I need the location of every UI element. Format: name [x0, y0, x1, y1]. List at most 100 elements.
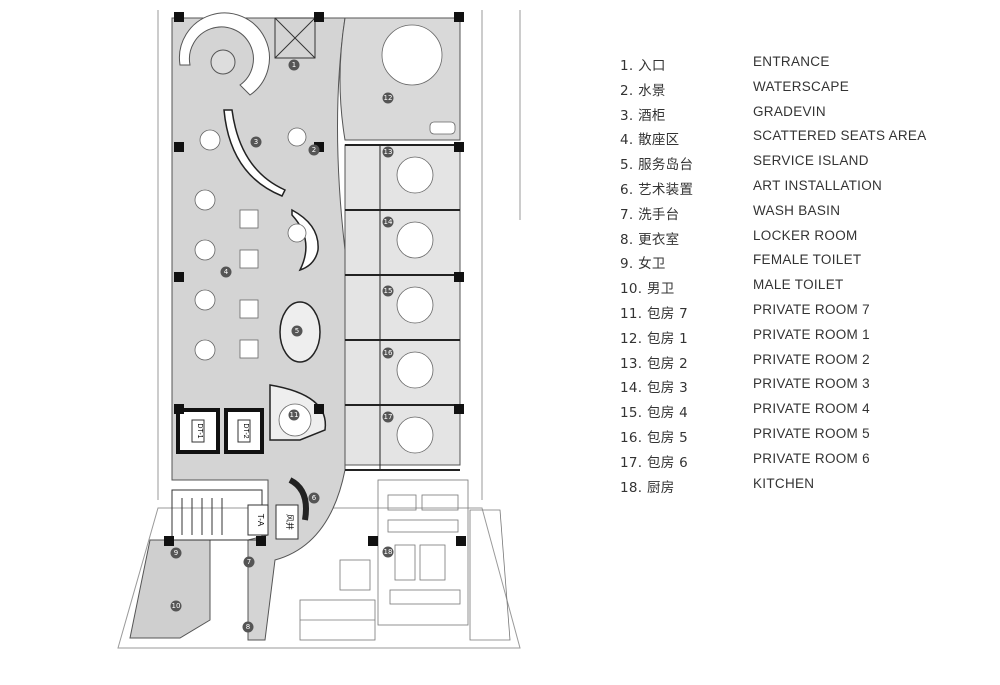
legend-item: 10. 男卫 MALE TOILET: [620, 277, 990, 302]
legend-item-en: MALE TOILET: [753, 277, 844, 293]
site-boundary: [117, 10, 521, 649]
marker-9: 9: [170, 547, 182, 559]
legend-item-zh: 7. 洗手台: [620, 206, 680, 223]
marker-14: 14: [382, 216, 394, 228]
private-rooms-floor: [344, 144, 461, 466]
legend-item: 16. 包房 5 PRIVATE ROOM 5: [620, 426, 990, 451]
legend-item: 15. 包房 4 PRIVATE ROOM 4: [620, 401, 990, 426]
legend-item-zh: 1. 入口: [620, 58, 666, 74]
legend-item-zh: 5. 服务岛台: [620, 157, 694, 174]
shaft-label: 风井: [285, 514, 295, 530]
lift-a-label: T-A: [256, 514, 265, 527]
legend-item-en: PRIVATE ROOM 6: [753, 450, 870, 466]
svg-text:16: 16: [384, 349, 393, 357]
elevator-dt2-label: DT-2: [242, 423, 249, 438]
legend-item-zh: 10. 男卫: [620, 281, 675, 298]
svg-text:4: 4: [224, 268, 229, 276]
elevator-dt1-label: DT-1: [196, 423, 203, 438]
legend-item: 13. 包房 2 PRIVATE ROOM 2: [620, 352, 990, 377]
elevators: DT-1 DT-2 T-A 风井: [176, 408, 299, 540]
area-markers: 1 2 3 4 5 6 7 8 9 10 11 12 13 14 15 16 1…: [170, 59, 394, 633]
legend-item-en: ART INSTALLATION: [753, 177, 883, 193]
legend-item: 18. 厨房 KITCHEN: [620, 476, 990, 501]
svg-text:6: 6: [312, 494, 317, 502]
legend-item-en: GRADEVIN: [753, 103, 826, 119]
marker-15: 15: [382, 285, 394, 297]
legend-item: 8. 更衣室 LOCKER ROOM: [620, 228, 990, 253]
svg-text:14: 14: [384, 218, 393, 226]
svg-text:18: 18: [384, 548, 393, 556]
legend-item-zh: 4. 散座区: [620, 132, 680, 149]
dining-tables: [194, 127, 307, 361]
stair-core: [171, 17, 316, 541]
svg-text:2: 2: [312, 146, 316, 154]
toilets-floor: [129, 539, 211, 639]
legend-item-zh: 9. 女卫: [620, 256, 666, 273]
svg-text:13: 13: [384, 148, 393, 156]
legend-item-en: SERVICE ISLAND: [753, 153, 869, 169]
legend-item-en: ENTRANCE: [753, 54, 830, 69]
marker-16: 16: [382, 347, 394, 359]
marker-18: 18: [382, 546, 394, 558]
legend-item: 7. 洗手台 WASH BASIN: [620, 203, 990, 228]
legend-item: 2. 水景 WATERSCAPE: [620, 79, 990, 104]
legend-item-zh: 15. 包房 4: [620, 405, 689, 422]
kitchen: [299, 479, 511, 641]
marker-11: 11: [288, 409, 300, 421]
marker-2: 2: [308, 144, 320, 156]
legend-item: 17. 包房 6 PRIVATE ROOM 6: [620, 451, 990, 476]
svg-text:12: 12: [384, 94, 393, 102]
marker-10: 10: [170, 600, 182, 612]
legend-item-zh: 11. 包房 7: [620, 305, 689, 322]
legend-item: 14. 包房 3 PRIVATE ROOM 3: [620, 376, 990, 401]
legend-item-en: WASH BASIN: [753, 202, 841, 218]
floor-plan: DT-1 DT-2 T-A 风井: [117, 10, 521, 649]
marker-3: 3: [250, 136, 262, 148]
marker-1: 1: [288, 59, 300, 71]
svg-text:1: 1: [292, 61, 296, 69]
svg-text:11: 11: [290, 411, 299, 419]
legend-item-en: KITCHEN: [753, 475, 815, 491]
marker-5: 5: [291, 325, 303, 337]
legend-item-en: PRIVATE ROOM 2: [753, 351, 870, 367]
marker-4: 4: [220, 266, 232, 278]
legend-item: 9. 女卫 FEMALE TOILET: [620, 252, 990, 277]
marker-7: 7: [243, 556, 255, 568]
legend-item-en: WATERSCAPE: [753, 78, 850, 94]
svg-text:7: 7: [247, 558, 251, 566]
legend-item-en: PRIVATE ROOM 5: [753, 425, 870, 441]
marker-8: 8: [242, 621, 254, 633]
legend-item-zh: 14. 包房 3: [620, 380, 689, 397]
svg-text:17: 17: [384, 413, 393, 421]
legend-item-en: LOCKER ROOM: [753, 227, 858, 243]
legend-item-zh: 17. 包房 6: [620, 454, 689, 471]
legend-item-zh: 2. 水景: [620, 82, 666, 99]
legend-item-en: PRIVATE ROOM 4: [753, 401, 870, 417]
legend-item-en: FEMALE TOILET: [753, 252, 862, 268]
spiral-stair: [178, 12, 270, 96]
marker-13: 13: [382, 146, 394, 158]
dining-floor: [171, 17, 346, 641]
svg-text:5: 5: [295, 327, 299, 335]
legend-item-zh: 8. 更衣室: [620, 231, 680, 248]
elevator-dt2: [224, 408, 264, 454]
legend-item: 1. 入口 ENTRANCE: [620, 54, 990, 79]
legend-item-zh: 16. 包房 5: [620, 429, 689, 446]
structural-columns: [164, 12, 466, 546]
legend-item-en: PRIVATE ROOM 3: [753, 376, 870, 392]
legend-item-zh: 12. 包房 1: [620, 330, 689, 347]
private-room-walls: [345, 144, 460, 471]
marker-17: 17: [382, 411, 394, 423]
marker-6: 6: [308, 492, 320, 504]
legend-item-zh: 13. 包房 2: [620, 355, 689, 372]
legend-item: 5. 服务岛台 SERVICE ISLAND: [620, 153, 990, 178]
marker-12: 12: [382, 92, 394, 104]
legend-item-zh: 18. 厨房: [620, 479, 675, 496]
elevator-dt1: [176, 408, 220, 454]
svg-text:8: 8: [246, 623, 250, 631]
svg-text:15: 15: [384, 287, 393, 295]
